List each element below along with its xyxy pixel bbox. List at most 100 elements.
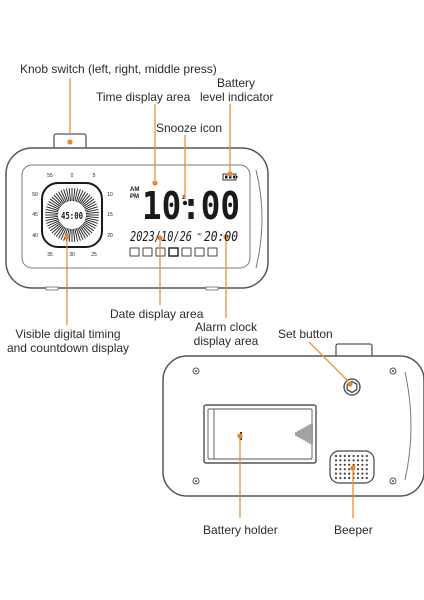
label-time-display-area: Time display area (96, 90, 191, 104)
grille-dot (365, 476, 368, 480)
grille-dot (348, 459, 351, 462)
grille-dot (361, 472, 364, 475)
dial-ray (79, 192, 89, 204)
dial-ray (85, 217, 99, 222)
dial-ray (63, 228, 69, 241)
grille-dot (334, 468, 338, 471)
pm-label: PM (130, 194, 139, 200)
dial-number: 35 (47, 252, 53, 258)
dial-ray (60, 190, 67, 203)
dial-ray (49, 198, 61, 208)
dial-ray (85, 206, 98, 212)
dial-ray (68, 228, 71, 242)
dial-ray (48, 221, 61, 229)
dial-ray (82, 224, 93, 234)
label-timing-line1: Visible digital timing (15, 327, 121, 341)
grille-dot (334, 454, 338, 458)
dial-ray (53, 194, 63, 205)
dial-number: 30 (69, 252, 75, 258)
dial-ray (58, 191, 66, 204)
label-battery-indicator: Battery level indicator (200, 76, 274, 104)
grille-dot (334, 463, 338, 466)
dial-number: 50 (32, 192, 38, 198)
grille-dot (365, 472, 368, 475)
dial-ray (53, 225, 63, 236)
snooze-z: z (182, 195, 185, 201)
label-alarm-line2: display area (193, 334, 259, 348)
grille-dot (343, 454, 346, 458)
dial-number: 5 (93, 173, 96, 179)
date-readout: 2023/10/26 (130, 230, 192, 245)
dial-ray (83, 221, 96, 229)
timer-dial (41, 182, 103, 248)
timer-readout: 45:00 (61, 211, 83, 222)
grille-dot (361, 459, 364, 462)
grille-dot (343, 472, 346, 475)
dial-number: 0 (71, 173, 74, 179)
dial-ray (55, 226, 65, 238)
dial-ray (48, 201, 61, 209)
label-snooze-icon: Snooze icon (156, 121, 223, 135)
dial-ray (84, 203, 97, 210)
dial-ray (60, 227, 67, 240)
grille-dot (343, 459, 346, 462)
grille-dot (339, 476, 342, 480)
label-alarm-clock-area: Alarm clock display area (186, 320, 266, 348)
dial-ray (47, 203, 60, 210)
dial-number: 45 (32, 212, 38, 218)
grille-dot (343, 476, 346, 480)
label-battery-line2: level indicator (200, 90, 274, 104)
dial-ray (75, 228, 81, 241)
dial-ray (83, 222, 95, 232)
dial-ray (85, 208, 99, 213)
grille-dot (339, 459, 342, 462)
dial-ray (45, 217, 59, 222)
grille-dot (365, 459, 368, 462)
dial-number: 15 (107, 212, 113, 218)
dial-ray (68, 188, 71, 202)
dial-number: 20 (107, 233, 113, 239)
dial-ray (85, 211, 99, 214)
dial-ray (77, 190, 84, 203)
dial-ray (73, 188, 76, 202)
dial-ray (51, 224, 62, 234)
label-visible-timing: Visible digital timing and countdown dis… (6, 327, 130, 355)
dial-ray (83, 201, 96, 209)
label-set-button: Set button (278, 327, 333, 341)
grille-dot (339, 454, 342, 458)
mode-icons-row (129, 247, 218, 257)
grille-dot (356, 468, 360, 471)
grille-dot (356, 472, 360, 475)
dial-ray (46, 218, 59, 224)
grille-dot (343, 463, 346, 466)
alarm-prefix: ∞ (197, 231, 202, 238)
grille-dot (348, 454, 351, 458)
dial-ray (83, 198, 95, 208)
label-battery-line1: Battery (216, 76, 255, 90)
label-timing-line2: and countdown display (6, 341, 130, 355)
dial-ray (63, 189, 69, 202)
grille-dot (361, 454, 364, 458)
grille-dot (365, 463, 368, 466)
dial-ray (73, 228, 76, 242)
dial-ray (45, 211, 59, 214)
label-beeper: Beeper (334, 523, 373, 537)
grille-dot (356, 459, 360, 462)
time-readout: 10:00 (142, 184, 240, 228)
dial-ray (85, 216, 99, 219)
grille-dot (334, 472, 338, 475)
callout-lines (64, 78, 356, 518)
dial-ray (49, 222, 61, 232)
label-battery-holder: Battery holder (203, 523, 278, 537)
grille-dot (334, 459, 338, 462)
dial-ray (45, 208, 59, 213)
grille-dot (339, 463, 342, 466)
battery-cover-icon (203, 404, 317, 464)
label-alarm-line1: Alarm clock (194, 320, 257, 334)
grille-dot (361, 476, 364, 480)
dial-ray (65, 188, 70, 202)
dial-ray (78, 191, 86, 204)
dial-ray (46, 206, 59, 212)
grille-dot (339, 468, 342, 471)
